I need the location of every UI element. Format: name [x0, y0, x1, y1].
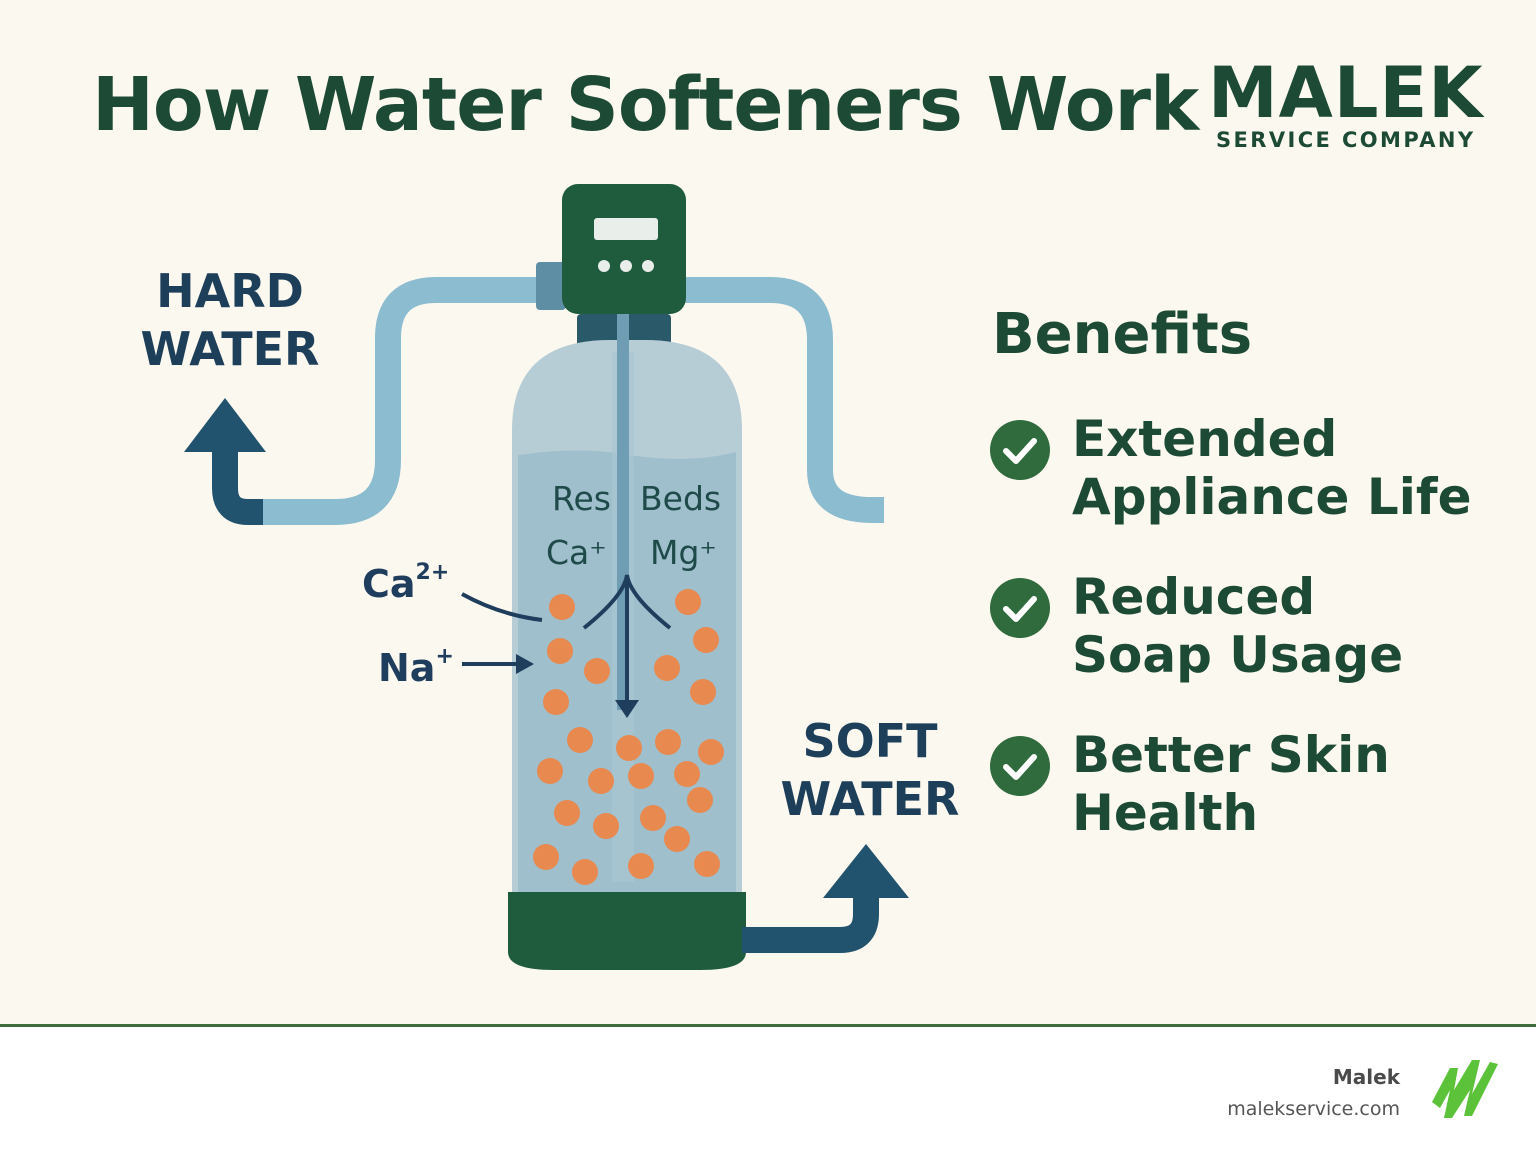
- calcium-symbol: Ca: [362, 562, 416, 606]
- resin-bead: [584, 658, 610, 684]
- sodium-charge: +: [435, 644, 454, 670]
- footer-divider: [0, 1024, 1536, 1027]
- resin-bead: [554, 800, 580, 826]
- hard-water-arrowhead: [184, 398, 266, 452]
- resin-bead: [664, 826, 690, 852]
- soft-water-line1: SOFT: [802, 714, 938, 768]
- valve-display: [594, 218, 658, 240]
- resin-bead: [543, 689, 569, 715]
- hard-water-line2: WATER: [140, 322, 320, 376]
- softener-diagram: [184, 184, 909, 970]
- page-title: How Water Softeners Work: [92, 62, 1199, 148]
- valve-button-3: [642, 260, 654, 272]
- valve-button-2: [620, 260, 632, 272]
- resin-bead: [687, 787, 713, 813]
- benefit-text: Better Skin Health: [1072, 726, 1390, 842]
- calcium-arrow: [461, 592, 543, 622]
- resin-beads: [533, 589, 724, 885]
- valve-side-port: [536, 262, 566, 310]
- resin-bead: [593, 813, 619, 839]
- center-arrowhead: [615, 700, 639, 718]
- soft-water-line2: WATER: [780, 772, 960, 826]
- sodium-symbol: Na: [378, 646, 436, 690]
- calcium-ion-label: Ca2+: [362, 560, 450, 606]
- resin-bead: [537, 758, 563, 784]
- check-circle-icon: [990, 578, 1050, 638]
- valve-head: [562, 184, 686, 314]
- inlet-pipe: [262, 277, 545, 525]
- check-circle-icon: [990, 736, 1050, 796]
- resin-bead: [572, 859, 598, 885]
- brand-tagline: SERVICE COMPANY: [1216, 128, 1476, 152]
- resin-bead: [616, 735, 642, 761]
- resin-bead: [628, 853, 654, 879]
- hard-water-line1: HARD: [156, 264, 304, 318]
- resin-bead: [547, 638, 573, 664]
- benefit-item: Reduced Soap Usage: [988, 568, 1508, 698]
- inside-magnesium-label: Mg⁺: [650, 533, 717, 572]
- resin-bead: [655, 729, 681, 755]
- soft-water-label: SOFT WATER: [770, 712, 970, 828]
- hard-water-label: HARD WATER: [125, 262, 335, 378]
- benefit-item: Better Skin Health: [988, 726, 1508, 856]
- resin-bead: [694, 851, 720, 877]
- resin-bead: [674, 761, 700, 787]
- sodium-arrowhead: [516, 654, 534, 674]
- resin-label: Res: [552, 479, 611, 518]
- resin-bead: [693, 627, 719, 653]
- outlet-pipe: [685, 277, 885, 523]
- footer: [0, 1027, 1536, 1154]
- resin-bead: [533, 844, 559, 870]
- resin-bead: [640, 805, 666, 831]
- resin-bead: [549, 594, 575, 620]
- calcium-charge: 2+: [415, 560, 450, 586]
- hard-water-arrow: [212, 448, 263, 525]
- soft-water-arrow: [742, 890, 879, 953]
- resin-bead: [690, 679, 716, 705]
- resin-bead: [654, 655, 680, 681]
- resin-bead: [675, 589, 701, 615]
- tank-base: [508, 892, 746, 970]
- inside-calcium-label: Ca⁺: [546, 533, 607, 572]
- benefits-heading: Benefits: [992, 302, 1253, 367]
- footer-website-link[interactable]: malekservice.com: [1227, 1098, 1400, 1120]
- benefit-text: Extended Appliance Life: [1072, 410, 1472, 526]
- resin-bead: [628, 763, 654, 789]
- footer-company-name: Malek: [1332, 1065, 1400, 1089]
- beds-label: Beds: [640, 479, 722, 518]
- resin-bead: [588, 768, 614, 794]
- sodium-ion-label: Na+: [378, 644, 454, 690]
- malek-logo-icon: [1432, 1060, 1498, 1118]
- valve-button-1: [598, 260, 610, 272]
- control-valve: [536, 184, 686, 314]
- benefit-text: Reduced Soap Usage: [1072, 568, 1404, 684]
- benefit-item: Extended Appliance Life: [988, 410, 1508, 540]
- split-arrow: [582, 574, 672, 630]
- soft-water-arrowhead: [823, 844, 909, 898]
- resin-bead: [698, 739, 724, 765]
- brand-name: MALEK: [1208, 52, 1484, 134]
- resin-bead: [567, 727, 593, 753]
- check-circle-icon: [990, 420, 1050, 480]
